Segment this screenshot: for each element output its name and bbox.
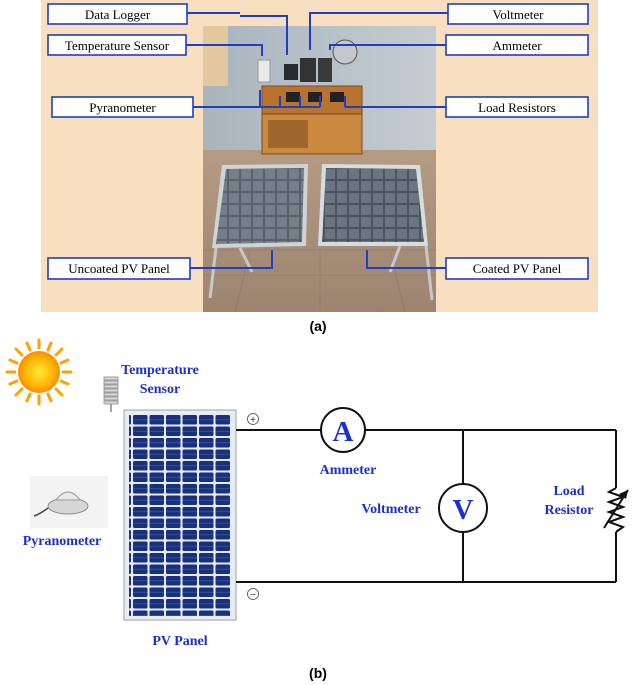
label-pyranometer-text: Pyranometer (89, 100, 156, 115)
label-uncoated-panel-text: Uncoated PV Panel (68, 261, 170, 276)
label-ammeter: Ammeter (445, 34, 589, 56)
variable-resistor-symbol (603, 487, 629, 533)
setup-photo (203, 26, 436, 313)
label-coated-panel-text: Coated PV Panel (473, 261, 562, 276)
label-coated-panel: Coated PV Panel (445, 257, 589, 280)
caption-b: (b) (309, 665, 327, 681)
plus-terminal: + (247, 413, 259, 426)
photo-coated-panel (318, 164, 434, 301)
temperature-sensor-icon (103, 376, 119, 412)
ammeter-symbol: A (320, 407, 366, 453)
voltmeter-symbol: V (438, 483, 488, 533)
pv-panel-label: PV Panel (152, 634, 207, 649)
minus-terminal: − (247, 588, 259, 601)
label-voltmeter: Voltmeter (447, 3, 589, 25)
photo-panel: Data Logger Temperature Sensor Pyranomet… (41, 0, 598, 313)
temperature-sensor-label-2: Sensor (140, 382, 180, 397)
voltmeter-letter: V (453, 494, 474, 526)
leader-lines (186, 12, 448, 269)
load-resistor-label-2: Resistor (545, 503, 594, 518)
circuit-wires (236, 429, 617, 583)
label-data-logger-text: Data Logger (85, 7, 151, 22)
sun-icon (5, 338, 73, 406)
pyranometer-icon (30, 476, 108, 528)
caption-a: (a) (309, 318, 326, 334)
plus-sign: + (250, 415, 256, 426)
label-temperature-sensor: Temperature Sensor (47, 34, 187, 56)
photo-voltmeter (300, 58, 316, 82)
label-pyranometer: Pyranometer (51, 96, 194, 118)
photo-fan (332, 39, 358, 65)
ammeter-label: Ammeter (320, 463, 377, 478)
label-load-resistors: Load Resistors (445, 96, 589, 118)
photo-ammeter (318, 58, 332, 82)
pv-panel-icon (123, 409, 237, 621)
minus-sign: − (250, 590, 256, 601)
voltmeter-label: Voltmeter (361, 502, 420, 517)
label-ammeter-text: Ammeter (492, 38, 542, 53)
ammeter-letter: A (333, 416, 354, 448)
label-data-logger: Data Logger (47, 3, 188, 25)
temperature-sensor-label-1: Temperature (121, 363, 199, 378)
photo-uncoated-panel (208, 164, 308, 299)
label-uncoated-panel: Uncoated PV Panel (47, 257, 191, 280)
label-temperature-sensor-text: Temperature Sensor (65, 38, 170, 53)
label-voltmeter-text: Voltmeter (492, 7, 544, 22)
photo-data-logger (284, 64, 298, 80)
photo-temperature-sensor (257, 59, 271, 83)
label-load-resistors-text: Load Resistors (478, 100, 556, 115)
pyranometer-label: Pyranometer (23, 534, 102, 549)
load-resistor-label-1: Load (553, 484, 584, 499)
